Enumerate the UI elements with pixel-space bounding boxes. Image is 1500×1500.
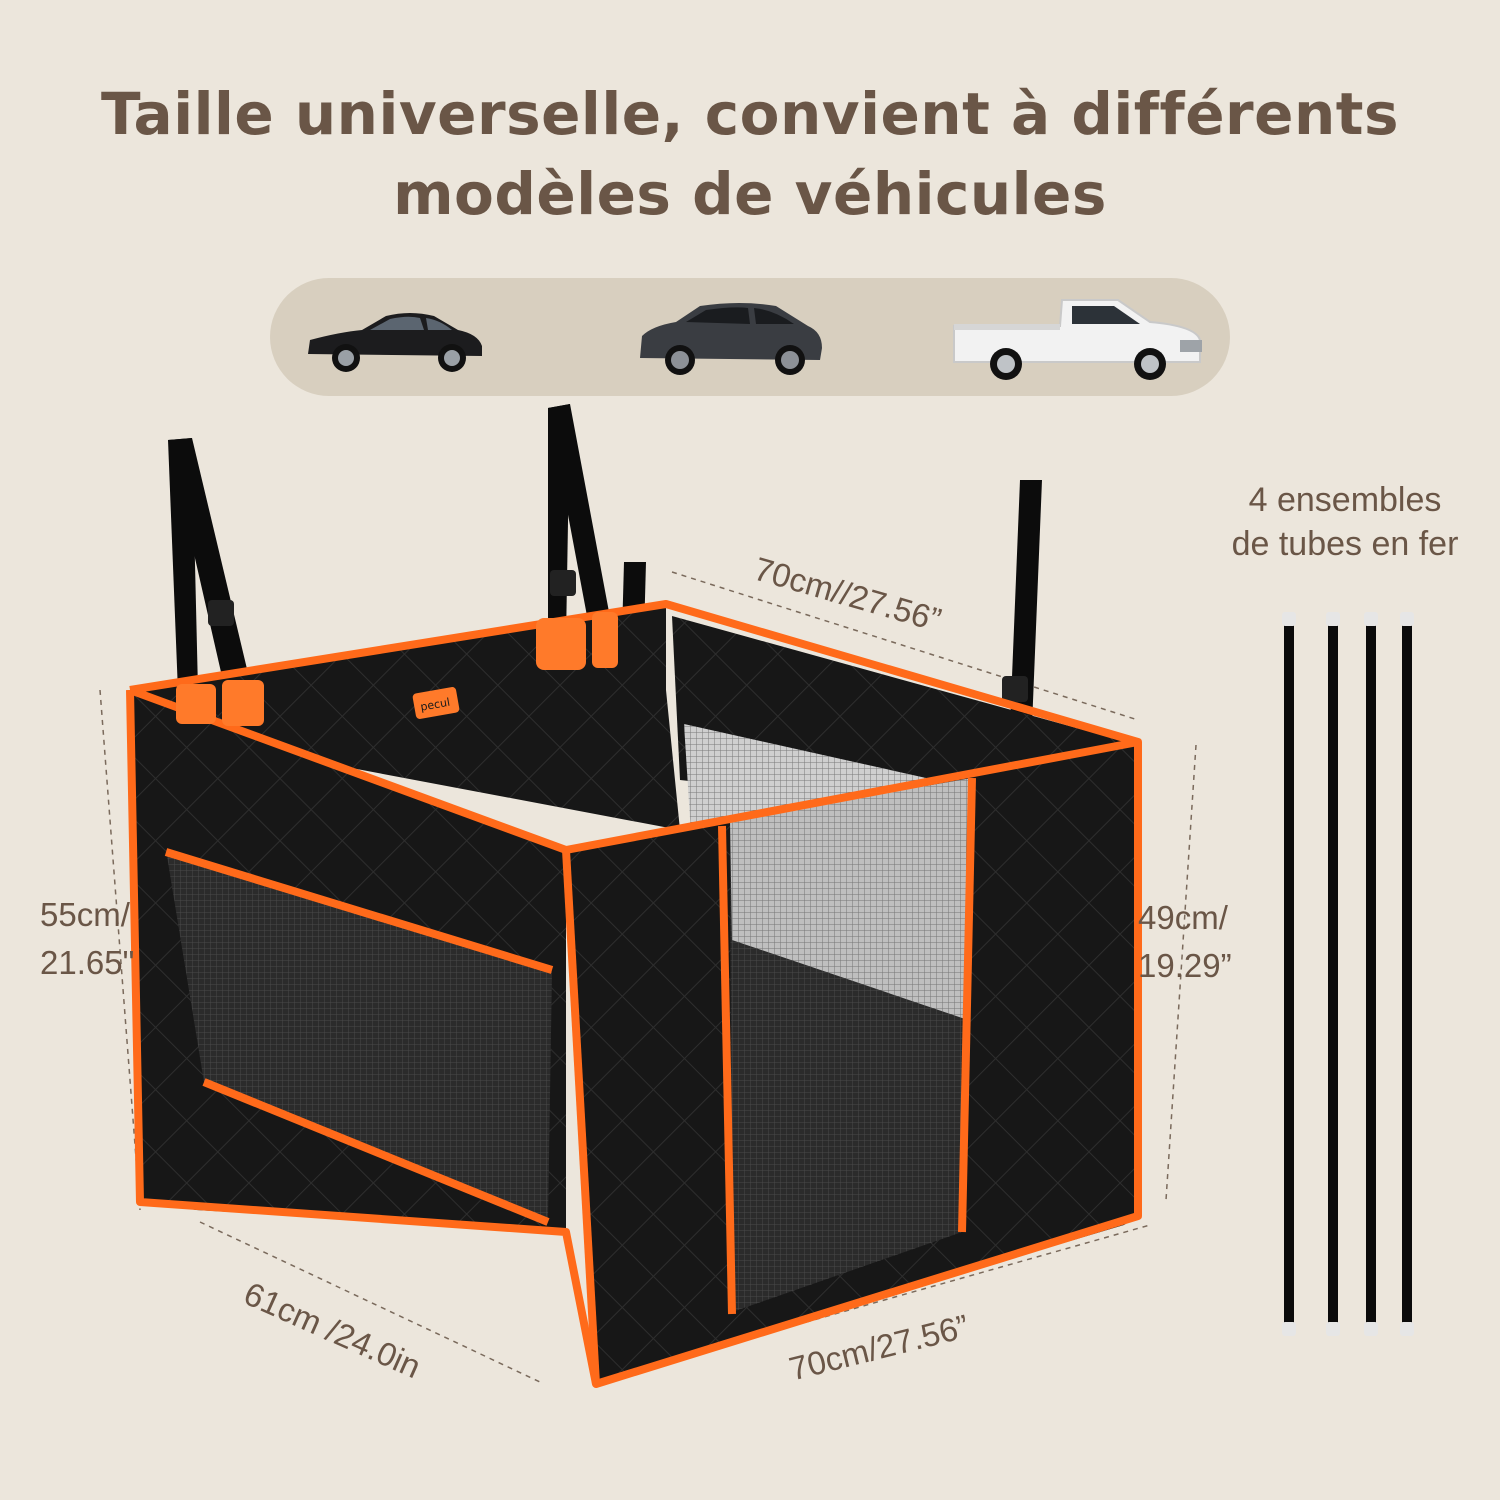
page-title: Taille universelle, convient à différent…: [0, 74, 1500, 234]
bottom-width-guide: [593, 1224, 1151, 1383]
right-height-label: 49cm/ 19.29”: [1138, 898, 1232, 986]
strap-tabs: [176, 612, 618, 726]
left-height-line-2: 21.65": [40, 944, 135, 981]
suv-icon: [640, 303, 822, 375]
brand-label: pecul: [419, 696, 451, 714]
orange-trim: [126, 600, 1142, 1388]
brand-patch: [412, 687, 460, 719]
sedan-icon: [308, 313, 482, 372]
iron-tubes-label: 4 ensembles de tubes en fer: [1195, 478, 1495, 566]
left-height-guide: [99, 689, 141, 1211]
iron-tubes: [1282, 612, 1414, 1336]
tubes-label-line-1: 4 ensembles: [1248, 481, 1442, 519]
tubes-label-line-2: de tubes en fer: [1231, 525, 1459, 563]
right-height-line-1: 49cm/: [1138, 899, 1228, 936]
title-line-2: modèles de véhicules: [393, 160, 1107, 228]
title-line-1: Taille universelle, convient à différent…: [100, 80, 1400, 148]
front-mesh-upper: [730, 778, 972, 1020]
vehicle-compatibility-bar: [270, 278, 1230, 396]
depth-guide: [199, 1221, 541, 1383]
left-height-label: 55cm/ 21.65": [40, 895, 134, 983]
dimension-guides: [99, 571, 1197, 1383]
headrest-straps: [168, 404, 1042, 780]
right-height-line-2: 19.29”: [1138, 947, 1232, 984]
pickup-truck-icon: [953, 299, 1202, 380]
left-height-line-1: 55cm/: [40, 896, 130, 933]
top-width-guide: [671, 571, 1139, 721]
